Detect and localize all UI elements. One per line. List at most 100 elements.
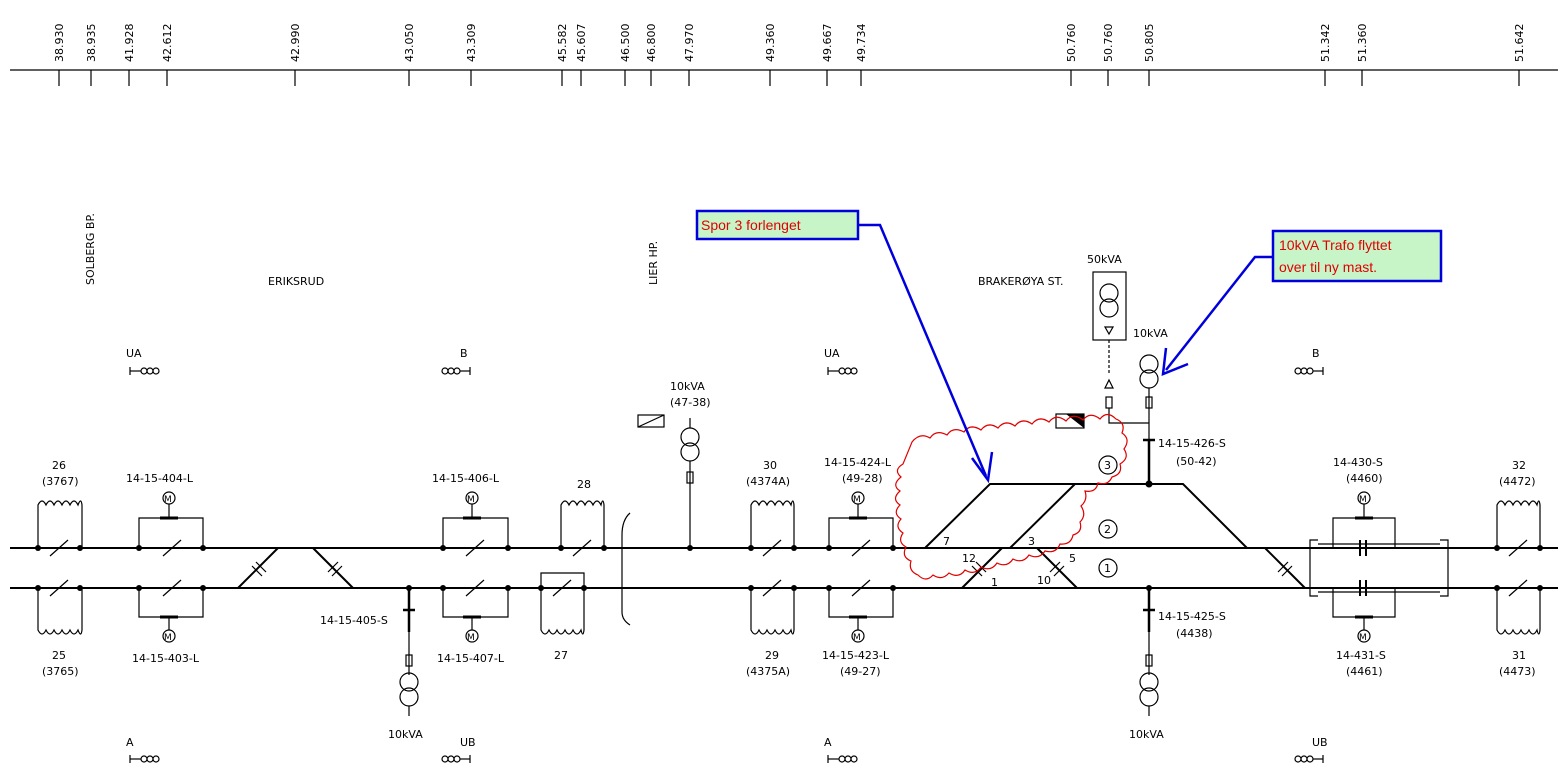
- feeder-a-mid: A: [824, 736, 858, 763]
- track-numbers: 3 2 1: [1098, 455, 1118, 578]
- section-label: 28: [577, 478, 591, 491]
- feeder-ua-left: UA: [126, 347, 160, 375]
- switch-label: 14-15-406-L: [432, 472, 500, 485]
- switch-code: (4438): [1176, 627, 1213, 640]
- section-25: 25 (3765): [35, 579, 83, 678]
- transformer-426: 10kVA: [1133, 327, 1168, 440]
- transformer-label: 10kVA: [1129, 728, 1164, 741]
- section-label: 26: [52, 459, 66, 472]
- annotation-arrows: [858, 223, 1273, 484]
- switch-label: 14-431-S: [1336, 649, 1386, 662]
- feeder-label: B: [1312, 347, 1320, 360]
- km-label: 46.800: [645, 24, 658, 63]
- km-label: 45.582: [556, 24, 569, 63]
- section-code: (3767): [42, 475, 79, 488]
- signal-board: [1055, 413, 1085, 429]
- feeder-label: B: [460, 347, 468, 360]
- transformer-lier: 10kVA (47-38): [670, 380, 711, 551]
- feeder-a-left: A: [126, 736, 160, 763]
- section-code: (4375A): [746, 665, 790, 678]
- crossover-3: [1009, 483, 1076, 549]
- transformer-label: 10kVA: [1133, 327, 1168, 340]
- switch-423: M 14-15-423-L (49-27): [822, 579, 896, 678]
- note-trafo-line1: 10kVA Trafo flyttet: [1279, 237, 1392, 253]
- motor-icon: M: [853, 633, 861, 643]
- note-spor3: Spor 3 forlenget: [695, 209, 860, 241]
- transformer-label: 10kVA: [388, 728, 423, 741]
- section-code: (3765): [42, 665, 79, 678]
- switch-label: 14-15-424-L: [824, 456, 892, 469]
- motor-icon: M: [853, 495, 861, 505]
- section-insulators: [251, 561, 1293, 577]
- station-eriksrud: ERIKSRUD: [268, 275, 324, 288]
- track-3-siding: [924, 483, 1248, 549]
- feeder-label: A: [824, 736, 832, 749]
- switch-403: M 14-15-403-L: [132, 579, 206, 665]
- switch-425: 14-15-425-S (4438) 10kVA: [1129, 585, 1226, 741]
- switch-label: 14-15-426-S: [1158, 437, 1226, 450]
- transformer-50kva: 50kVA: [1087, 253, 1149, 424]
- crossover-right: [1264, 547, 1306, 589]
- station-brakeroya: BRAKERØYA ST.: [978, 275, 1064, 288]
- switch-label: 14-430-S: [1333, 456, 1383, 469]
- section-28: 28: [558, 478, 607, 557]
- section-code: (4472): [1499, 475, 1536, 488]
- switch-code: (49-27): [840, 665, 881, 678]
- switch-label: 14-15-404-L: [126, 472, 194, 485]
- km-label: 49.667: [821, 24, 834, 63]
- km-label: 47.970: [683, 24, 696, 63]
- section-31: 31 (4473): [1494, 579, 1543, 678]
- section-label: 32: [1512, 459, 1526, 472]
- section-label: 27: [554, 649, 568, 662]
- section-30: 30 (4374A): [746, 459, 797, 557]
- station-solberg: SOLBERG BP.: [84, 213, 97, 285]
- neutral-section: [1309, 539, 1449, 597]
- km-label: 49.734: [855, 24, 868, 63]
- km-label: 42.990: [289, 24, 302, 63]
- km-label: 38.935: [85, 24, 98, 63]
- km-label: 49.360: [764, 24, 777, 63]
- switch-404: 14-15-404-L M: [126, 472, 206, 557]
- point-7: 7: [943, 535, 950, 548]
- note-trafo: 10kVA Trafo flyttet over til ny mast.: [1271, 229, 1443, 283]
- km-label: 51.642: [1513, 24, 1526, 63]
- point-1: 1: [991, 576, 998, 589]
- switch-code: (4461): [1346, 665, 1383, 678]
- feeder-ub-left: UB: [441, 736, 476, 763]
- motor-icon: M: [467, 633, 475, 643]
- point-5: 5: [1069, 552, 1076, 565]
- motor-icon: M: [164, 495, 172, 505]
- switch-424: 14-15-424-L (49-28) M: [824, 456, 896, 557]
- km-label: 46.500: [619, 24, 632, 63]
- feeder-label: A: [126, 736, 134, 749]
- km-label: 50.760: [1065, 24, 1078, 63]
- crossover-left-2: [312, 547, 354, 589]
- switch-label: 14-15-423-L: [822, 649, 890, 662]
- km-label: 42.612: [161, 24, 174, 63]
- km-label: 45.607: [575, 24, 588, 63]
- switch-405: 14-15-405-S 10kVA: [320, 585, 423, 741]
- note-trafo-line2: over til ny mast.: [1279, 259, 1377, 275]
- km-label: 38.930: [53, 24, 66, 63]
- feeder-label: UA: [824, 347, 840, 360]
- motor-icon: M: [164, 633, 172, 643]
- section-32: 32 (4472): [1494, 459, 1543, 557]
- arrow-trafo: [1165, 255, 1273, 371]
- feeder-label: UB: [1312, 736, 1328, 749]
- transformer-code: (47-38): [670, 396, 711, 409]
- switch-label: 14-15-407-L: [437, 652, 505, 665]
- transformer-label: 10kVA: [670, 380, 705, 393]
- switch-label: 14-15-425-S: [1158, 610, 1226, 623]
- switch-label: 14-15-405-S: [320, 614, 388, 627]
- feeder-b-right: B: [1294, 347, 1324, 375]
- section-label: 25: [52, 649, 66, 662]
- switch-label: 14-15-403-L: [132, 652, 200, 665]
- feeder-label: UA: [126, 347, 142, 360]
- feeder-ub-right: UB: [1294, 736, 1328, 763]
- section-code: (4473): [1499, 665, 1536, 678]
- section-29: 29 (4375A): [746, 579, 797, 678]
- section-26: 26 (3767): [35, 459, 83, 557]
- feeder-b-left: B: [441, 347, 471, 375]
